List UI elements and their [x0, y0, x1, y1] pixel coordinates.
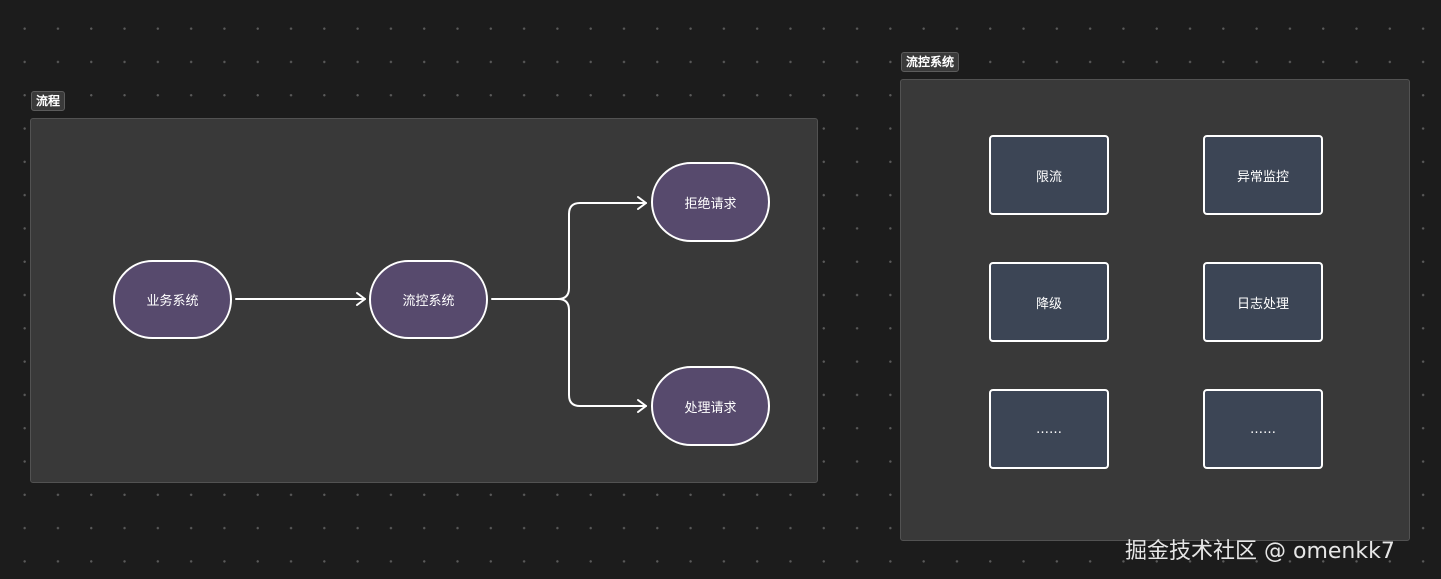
handle-request-node[interactable]: 处理请求 — [651, 366, 770, 446]
log-processing-label: 日志处理 — [1236, 296, 1289, 312]
ellipsis-label-right: …… — [1250, 421, 1276, 437]
degrade-label: 降级 — [1035, 296, 1062, 312]
reject-request-node[interactable]: 拒绝请求 — [651, 162, 770, 242]
flow-frame-title: 流程 — [31, 91, 66, 111]
business-system-node[interactable]: 业务系统 — [113, 260, 232, 339]
rate-limit-node[interactable]: 限流 — [989, 135, 1109, 215]
degrade-node[interactable]: 降级 — [989, 262, 1109, 342]
ellipsis-label-left: …… — [1036, 421, 1062, 437]
flow-control-label: 流控系统 — [402, 294, 455, 309]
flow-control-frame-title: 流控系统 — [901, 52, 960, 72]
watermark: 掘金技术社区 @ omenkk7 — [1125, 539, 1395, 564]
arrow-branch-to-handle — [557, 298, 647, 407]
handle-request-label: 处理请求 — [684, 400, 737, 416]
exception-monitor-label: 异常监控 — [1236, 169, 1289, 185]
rate-limit-label: 限流 — [1035, 169, 1062, 185]
business-system-label: 业务系统 — [146, 294, 199, 309]
arrowhead-flow-control — [356, 292, 366, 306]
reject-request-label: 拒绝请求 — [684, 196, 737, 212]
exception-monitor-node[interactable]: 异常监控 — [1203, 135, 1323, 215]
flow-control-node[interactable]: 流控系统 — [369, 260, 488, 339]
arrow-branch-to-reject — [557, 202, 647, 300]
log-processing-node[interactable]: 日志处理 — [1203, 262, 1323, 342]
arrowhead-reject — [637, 196, 647, 210]
ellipsis-node-right[interactable]: …… — [1203, 389, 1323, 469]
ellipsis-node-left[interactable]: …… — [989, 389, 1109, 469]
arrowhead-handle — [637, 399, 647, 413]
flow-control-frame[interactable] — [900, 79, 1410, 541]
